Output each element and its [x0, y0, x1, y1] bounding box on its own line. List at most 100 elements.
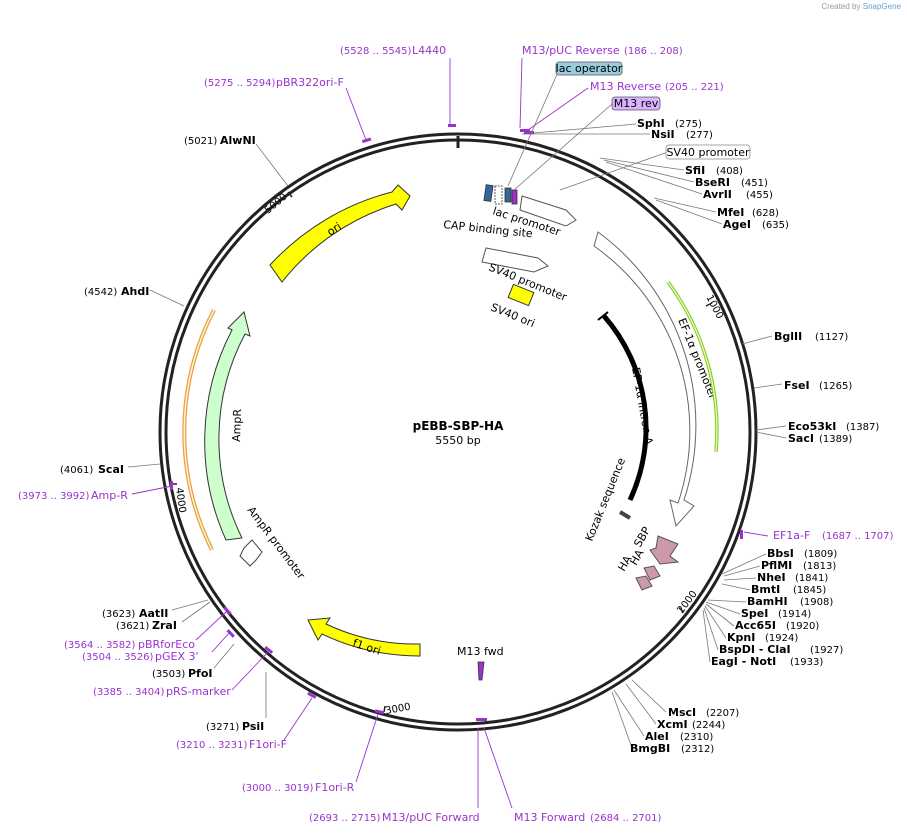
site-xcmi-pos: (2244) [692, 720, 725, 731]
site-avrii[interactable]: AvrII [703, 188, 732, 201]
leader-agei [655, 199, 723, 225]
site-xcmi[interactable]: XcmI [657, 718, 688, 731]
m13-fwd-arrow[interactable] [477, 661, 485, 681]
site-bmti[interactable]: BmtI [751, 583, 780, 596]
primer-amp-r-range: (3973 .. 3992) [18, 491, 90, 502]
site-fsei[interactable]: FseI [784, 379, 810, 392]
site-sfii[interactable]: SfiI [685, 164, 705, 177]
primer-pgex3[interactable]: pGEX 3' [155, 650, 199, 663]
site-sfii-pos: (408) [716, 166, 743, 177]
ori-label: ori [325, 220, 344, 239]
site-nsii[interactable]: NsiI [651, 128, 675, 141]
leader-m13-reverse [527, 87, 589, 131]
site-alei[interactable]: AleI [645, 730, 669, 743]
site-psii[interactable]: PsiI [242, 720, 264, 733]
primer-f1ori-f[interactable]: F1ori-F [249, 738, 287, 751]
m13-rev-box[interactable] [611, 96, 661, 111]
tick-mark-5000 [287, 191, 293, 198]
primer-m13-reverse-range: (205 .. 221) [665, 82, 724, 93]
primer-mark-f1ori-r [374, 709, 385, 715]
primer-m13puc-forward[interactable]: M13/pUC Forward [382, 811, 480, 824]
site-bspdi-clai[interactable]: BspDI - ClaI [719, 643, 791, 656]
primer-amp-r[interactable]: Amp-R [91, 489, 128, 502]
site-pflmi-pos: (1813) [803, 561, 836, 572]
ori-arrow[interactable] [269, 184, 411, 283]
site-aatii[interactable]: AatII [139, 607, 168, 620]
site-pfoi-pos: (3503) [152, 669, 185, 680]
site-scai[interactable]: ScaI [98, 463, 124, 476]
site-bmgbi[interactable]: BmgBI [630, 742, 670, 755]
leader-prs-marker [231, 651, 269, 691]
primer-prs-marker[interactable]: pRS-marker [166, 685, 231, 698]
leader-alei [613, 689, 645, 737]
primer-m13-reverse[interactable]: M13 Reverse [590, 80, 661, 93]
ha1-arrow[interactable] [643, 565, 661, 581]
leader-amp-r [131, 485, 173, 495]
leader-pgex3 [211, 631, 231, 653]
ef1a-promoter-arrow[interactable] [593, 231, 697, 528]
leader-nhei [723, 577, 757, 581]
sbp-arrow[interactable] [649, 535, 680, 565]
site-aatii-pos: (3623) [102, 609, 135, 620]
leader-avrii [605, 161, 703, 195]
ha2-arrow[interactable] [635, 575, 653, 591]
site-eagi-noti[interactable]: EagI - NotI [711, 655, 776, 668]
leader-ahdi [149, 289, 185, 307]
primer-l4440[interactable]: L4440 [412, 44, 446, 57]
leader-bglii [741, 335, 773, 345]
primer-m13-forward[interactable]: M13 Forward [514, 811, 585, 824]
ampr-promoter-arrow[interactable] [239, 539, 263, 567]
leader-pflmi [723, 565, 761, 577]
lac-operator-mark[interactable] [504, 187, 512, 203]
site-bbsi[interactable]: BbsI [767, 547, 794, 560]
leader-xcmi [625, 683, 657, 725]
sv40-ori-box[interactable] [507, 283, 535, 307]
credit-prefix: Created by [821, 2, 861, 11]
site-nhei[interactable]: NheI [757, 571, 786, 584]
leader-acc65i [705, 603, 735, 627]
primer-ef1a-f[interactable]: EF1a-F [773, 529, 810, 542]
f1-ori-arrow[interactable] [307, 617, 421, 657]
leader-zrai [181, 601, 211, 623]
lac-operator-box[interactable] [555, 61, 623, 76]
site-spei[interactable]: SpeI [741, 607, 768, 620]
m13-rev-mark[interactable] [511, 189, 518, 205]
primer-f1ori-r[interactable]: F1ori-R [315, 781, 355, 794]
lac-promoter-arrow[interactable] [519, 195, 577, 227]
site-zrai[interactable]: ZraI [152, 619, 177, 632]
site-sphi[interactable]: SphI [637, 117, 665, 130]
cap-site-box[interactable] [483, 184, 494, 202]
site-pfoi[interactable]: PfoI [188, 667, 213, 680]
site-alwni[interactable]: AlwNI [220, 134, 256, 147]
plasmid-size: 5550 bp [435, 434, 480, 447]
site-bamhi[interactable]: BamHI [747, 595, 788, 608]
site-mfei[interactable]: MfeI [717, 206, 744, 219]
site-acc65i[interactable]: Acc65I [735, 619, 776, 632]
site-bglii[interactable]: BglII [774, 330, 802, 343]
primer-pbr322ori-f[interactable]: pBR322ori-F [276, 76, 344, 89]
site-alwni-pos: (5021) [184, 136, 217, 147]
kozak-mark [618, 510, 632, 520]
leader-pbr322ori [345, 87, 367, 141]
ef1a-green-arc-inner [667, 281, 718, 453]
site-saci[interactable]: SacI [788, 432, 814, 445]
site-bseri[interactable]: BseRI [695, 176, 730, 189]
sv40-promoter-arrow[interactable] [481, 247, 549, 273]
ampr-arrow[interactable] [204, 311, 251, 541]
leader-sphi [521, 123, 637, 135]
ef1a-intron-arc [602, 314, 649, 502]
site-eco53ki[interactable]: Eco53kI [788, 420, 836, 433]
lac-region-box[interactable] [494, 185, 503, 205]
site-ahdi[interactable]: AhdI [121, 285, 149, 298]
primer-pbrforeco[interactable]: pBRforEco [138, 638, 195, 651]
site-pflmi[interactable]: PflMI [761, 559, 792, 572]
site-agei-pos: (635) [762, 220, 789, 231]
sv40-promoter-box[interactable] [665, 144, 751, 160]
site-msci[interactable]: MscI [668, 706, 696, 719]
site-eco53ki-pos: (1387) [846, 422, 879, 433]
primer-m13puc-reverse[interactable]: M13/pUC Reverse [522, 44, 620, 57]
site-agei[interactable]: AgeI [723, 218, 751, 231]
site-kpni[interactable]: KpnI [727, 631, 755, 644]
